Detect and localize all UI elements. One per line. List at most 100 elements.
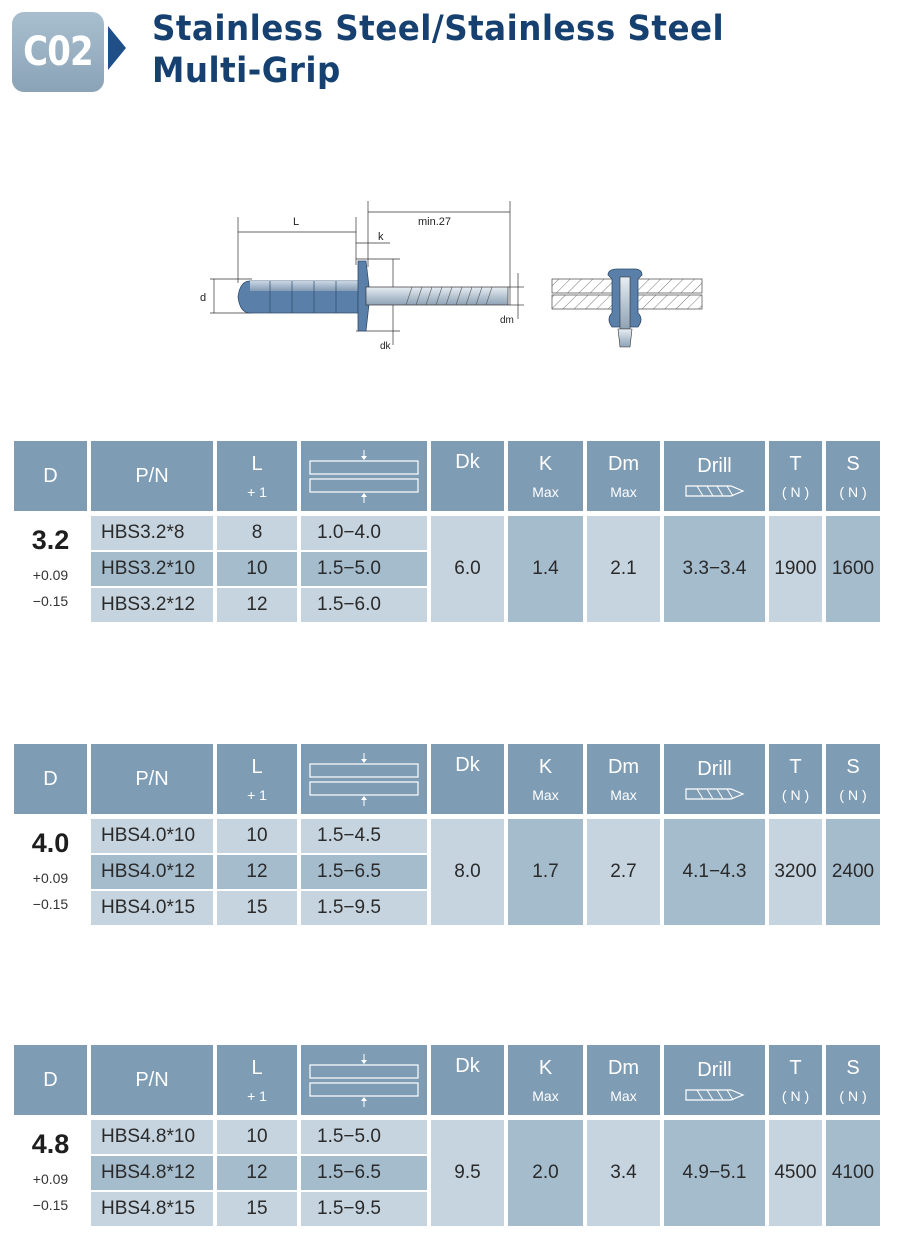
grip-range-cell: 1.5−6.0: [301, 588, 427, 622]
header-l: L+ 1: [217, 1045, 297, 1115]
header-drill: Drill: [664, 744, 765, 814]
header-s-label: S: [846, 1056, 860, 1079]
header-t-label: T: [789, 1056, 802, 1079]
drill-size-cell: 4.1−4.3: [664, 819, 765, 925]
part-number-cell: HBS4.0*12: [91, 855, 213, 889]
drill-bit-icon: [684, 787, 745, 800]
diameter-cell: 3.2 +0.09 −0.15: [14, 516, 87, 622]
header-pn-label: P/N: [135, 464, 169, 487]
header-d-label: D: [43, 464, 58, 487]
tensile-cell: 1900: [769, 516, 822, 622]
head-diameter-cell: 9.5: [431, 1120, 504, 1226]
header-dm-label: Dm: [608, 1057, 639, 1080]
header-t-unit: ( N ): [781, 483, 810, 500]
header-dm-max: Max: [610, 786, 637, 803]
diameter-tolerance: +0.09−0.15: [33, 865, 68, 917]
header-l-tolerance: + 1: [247, 483, 267, 500]
badge-box: [12, 12, 104, 92]
length-cell: 10: [217, 819, 297, 853]
header-pn: P/N: [91, 441, 213, 511]
header-dm-sub: m: [622, 452, 640, 475]
header-s: S( N ): [826, 744, 880, 814]
header-l-label: L: [251, 755, 263, 778]
header-t-label: T: [789, 452, 802, 475]
header-dk-label: Dk: [455, 451, 479, 474]
label-d: d: [200, 292, 206, 304]
header-grip: [301, 744, 427, 814]
header-l-label: L: [251, 452, 263, 475]
shear-cell: 4100: [826, 1120, 880, 1226]
header-pn-label: P/N: [135, 767, 169, 790]
part-number-cell: HBS3.2*12: [91, 588, 213, 622]
diameter-cell: 4.8+0.09−0.15: [14, 1120, 87, 1226]
diameter-tolerance: +0.09 −0.15: [33, 562, 68, 614]
diameter-value: 4.0: [31, 827, 70, 858]
length-cell: 8: [217, 516, 297, 550]
length-cell: 12: [217, 1156, 297, 1190]
header-t-unit: ( N ): [781, 1087, 810, 1104]
header-d: D: [14, 1045, 87, 1115]
part-number-cell: HBS4.8*12: [91, 1156, 213, 1190]
length-cell: 12: [217, 588, 297, 622]
header-dm-label: Dm: [608, 453, 639, 476]
header-s-label: S: [846, 452, 860, 475]
part-number-cell: HBS3.2*8: [91, 516, 213, 550]
tolerance-plus: +0.09: [32, 1170, 69, 1187]
header-drill-label: Drill: [697, 757, 732, 780]
header-t-label: T: [789, 755, 802, 778]
shear-cell: 1600: [826, 516, 880, 622]
header-d-label: D: [43, 1068, 58, 1091]
mandrel-diameter-cell: 2.1: [587, 516, 660, 622]
tensile-cell: 3200: [769, 819, 822, 925]
header-drill: Drill: [664, 441, 765, 511]
drill-bit-icon: [684, 484, 745, 497]
length-cell: 10: [217, 552, 297, 586]
header-dk: Dk: [431, 1045, 504, 1115]
length-cell: 10: [217, 1120, 297, 1154]
grip-range-cell: 1.5−4.5: [301, 819, 427, 853]
grip-range-cell: 1.5−5.0: [301, 1120, 427, 1154]
tolerance-plus: +0.09: [32, 566, 69, 583]
grip-range-cell: 1.5−9.5: [301, 1192, 427, 1226]
header-dm-main: D: [607, 1056, 623, 1079]
section-badge: C02: [12, 12, 106, 92]
grip-range-icon: [309, 753, 419, 806]
part-number-cell: HBS3.2*10: [91, 552, 213, 586]
header-t-unit: ( N ): [781, 786, 810, 803]
header-s: S ( N ): [826, 441, 880, 511]
length-cell: 12: [217, 855, 297, 889]
label-dk: dk: [380, 341, 392, 352]
header-l-label: L: [251, 1056, 263, 1079]
diameter-value: 3.2: [31, 524, 70, 555]
page-title: Stainless Steel/Stainless Steel Multi-Gr…: [152, 8, 767, 92]
grip-range-icon: [309, 1054, 419, 1107]
header-pn: P/N: [91, 1045, 213, 1115]
header-dm-max: Max: [610, 1087, 637, 1104]
header-pn-label: P/N: [135, 1068, 169, 1091]
drill-size-cell: 4.9−5.1: [664, 1120, 765, 1226]
header-l: L + 1: [217, 441, 297, 511]
header-s-unit: ( N ): [839, 483, 867, 500]
header-grip: [301, 441, 427, 511]
header-dk: Dk: [431, 441, 504, 511]
header-dk-sub: k: [469, 451, 480, 473]
header-dm-max: Max: [610, 483, 637, 500]
tolerance-minus: −0.15: [32, 592, 69, 609]
head-diameter-cell: 8.0: [431, 819, 504, 925]
header-t: T ( N ): [769, 441, 822, 511]
header-dm-sub: m: [622, 755, 640, 778]
header-k-max: Max: [532, 1087, 559, 1104]
header-dk-sub: k: [469, 754, 480, 776]
mandrel-diameter-cell: 2.7: [587, 819, 660, 925]
header-t: T ( N ): [769, 744, 822, 814]
header-dk-main: D: [455, 451, 470, 473]
grip-range-cell: 1.0−4.0: [301, 516, 427, 550]
grip-range-cell: 1.5−6.5: [301, 855, 427, 889]
header-l: L+ 1: [217, 744, 297, 814]
header-s-unit: ( N ): [839, 1087, 867, 1104]
